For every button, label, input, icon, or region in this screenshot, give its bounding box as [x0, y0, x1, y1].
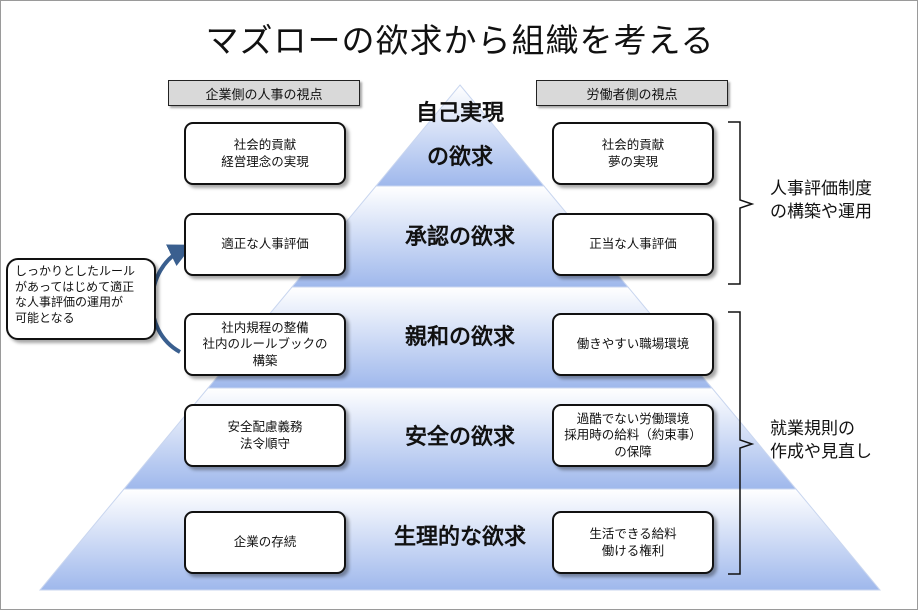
bracket-lower — [728, 311, 755, 575]
right-box-safety: 過酷でない労働環境 採用時の給料（約束事） の保障 — [552, 404, 714, 467]
right-box-esteem: 正当な人事評価 — [552, 213, 714, 276]
left-box-physiological: 企業の存続 — [184, 511, 346, 574]
left-box-safety: 安全配慮義務 法令順守 — [184, 404, 346, 467]
bracket-upper-label: 人事評価制度 の構築や運用 — [770, 179, 872, 222]
level-5-label: 生理的な欲求 — [394, 524, 526, 550]
page-title: マズローの欲求から組織を考える — [205, 21, 715, 60]
level-4-label: 安全の欲求 — [405, 424, 515, 450]
level-2-label: 承認の欲求 — [405, 224, 515, 250]
level-1-label-line1: 自己実現 — [416, 100, 504, 126]
callout-note: しっかりとしたルール があってはじめて適正 な人事評価の運用が 可能となる — [6, 258, 156, 340]
level-3-label: 親和の欲求 — [405, 324, 515, 350]
left-box-esteem: 適正な人事評価 — [184, 213, 346, 276]
left-box-self-actualization: 社会的貢献 経営理念の実現 — [184, 122, 346, 185]
level-1-label-line2: の欲求 — [427, 144, 493, 170]
header-left: 企業側の人事の視点 — [168, 80, 360, 106]
bracket-lower-label: 就業規則の 作成や見直し — [770, 419, 872, 462]
curved-arrow — [150, 244, 193, 354]
bracket-upper — [728, 121, 755, 285]
left-box-belonging: 社内規程の整備 社内のルールブックの 構築 — [184, 313, 346, 376]
right-box-belonging: 働きやすい職場環境 — [552, 313, 714, 376]
right-box-self-actualization: 社会的貢献 夢の実現 — [552, 122, 714, 185]
header-right: 労働者側の視点 — [536, 80, 728, 106]
right-box-physiological: 生活できる給料 働ける権利 — [552, 511, 714, 574]
